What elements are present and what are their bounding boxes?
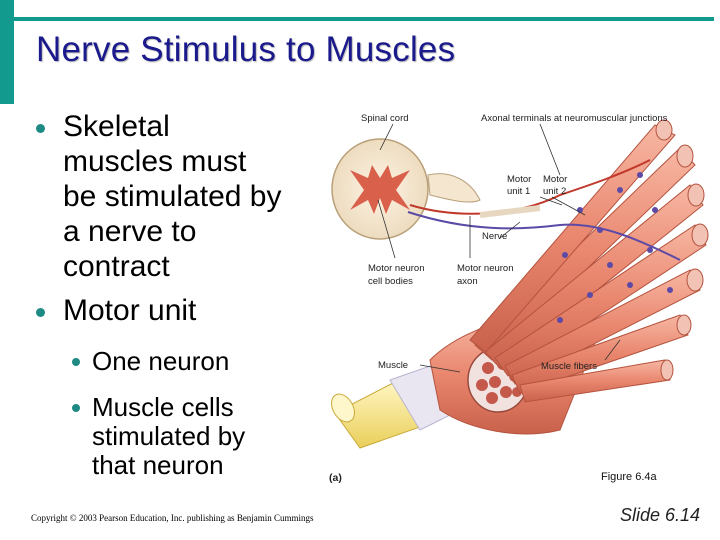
sub-bullet-line: Muscle cells	[92, 392, 234, 422]
top-accent-line	[14, 17, 714, 21]
muscle-fibers	[469, 119, 709, 403]
label-muscle-fibers: Muscle fibers	[541, 361, 597, 372]
slide-number: Slide 6.14	[620, 505, 701, 525]
bullet-line: Skeletal	[63, 110, 170, 143]
label-cell-bodies-a: Motor neuron	[368, 263, 425, 274]
slide-title: Nerve Stimulus to Muscles	[36, 30, 456, 69]
bullet-line: be stimulated by	[63, 180, 282, 213]
label-spinal-cord: Spinal cord	[361, 113, 409, 124]
nerve-paths	[407, 159, 681, 261]
bullet-line: muscles must	[63, 145, 247, 178]
bullet-dot-icon	[36, 308, 45, 317]
label-motor-unit1-a: Motor	[507, 174, 531, 185]
label-cell-bodies-b: cell bodies	[368, 276, 413, 287]
label-muscle: Muscle	[378, 360, 408, 371]
label-axon-b: axon	[457, 276, 478, 287]
label-nerve: Nerve	[482, 231, 507, 242]
sub-bullet-line: One neuron	[92, 346, 230, 376]
label-axonal-terminals: Axonal terminals at neuromuscular juncti…	[481, 113, 668, 124]
sub-bullet-one-neuron: One neuron	[72, 346, 230, 376]
sub-bullet-dot-icon	[72, 404, 80, 412]
sub-bullet-muscle-cells: Muscle cells stimulated by that neuron	[72, 392, 246, 480]
sub-bullet-line: that neuron	[92, 450, 224, 480]
left-accent-bar	[0, 0, 14, 104]
sub-bullet-dot-icon	[72, 358, 80, 366]
figure-part-label: (a)	[329, 472, 342, 484]
bullet-dot-icon	[36, 124, 45, 133]
bullet-line: contract	[63, 250, 170, 283]
bullet-motor-unit: Motor unit	[36, 293, 197, 328]
label-axon-a: Motor neuron	[457, 263, 514, 274]
bullet-line: a nerve to	[63, 215, 197, 248]
bullet-skeletal-muscles: Skeletal muscles must be stimulated by a…	[36, 109, 282, 284]
label-motor-unit2-b: unit 2	[543, 186, 566, 197]
bullet-line: Motor unit	[63, 294, 197, 327]
label-motor-unit1-b: unit 1	[507, 186, 530, 197]
sub-bullet-line: stimulated by	[92, 421, 246, 451]
copyright-notice: Copyright © 2003 Pearson Education, Inc.…	[31, 513, 314, 523]
figure-caption: Figure 6.4a	[601, 471, 657, 483]
label-leader-lines	[377, 123, 621, 373]
spinal-cord-cross-section	[331, 138, 481, 240]
label-motor-unit2-a: Motor	[543, 174, 567, 185]
